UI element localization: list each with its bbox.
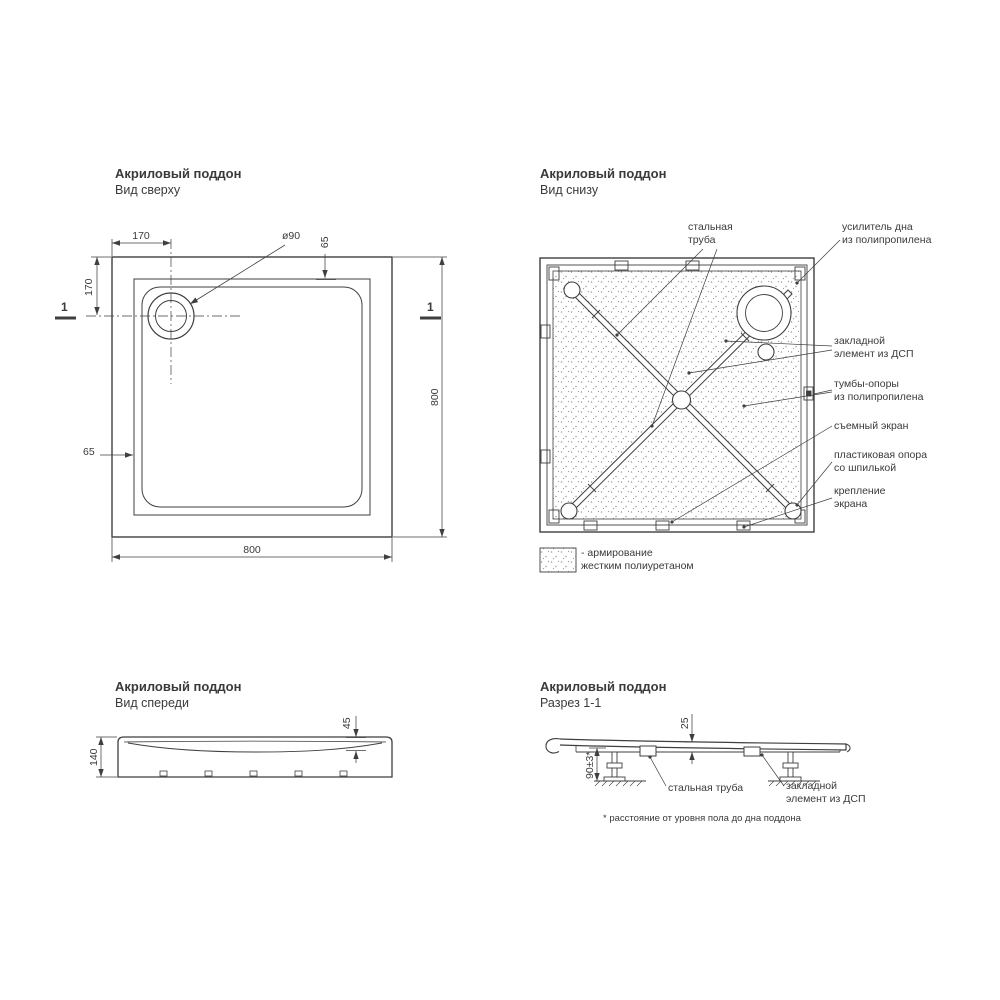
top-view-title: Акриловый поддон	[115, 166, 242, 181]
top-view-drawing	[55, 239, 447, 562]
legend-reinforcement: - армирование жестким полиуретаном	[581, 547, 694, 572]
label-steel-tube: стальная труба	[688, 221, 733, 246]
dim-65-top: 65	[318, 236, 331, 249]
legend-swatch	[539, 547, 577, 573]
dim-170-left: 170	[82, 278, 95, 297]
top-view-dimensions	[91, 239, 447, 562]
dim-diameter-90: ø90	[282, 230, 301, 242]
section-dimensions	[589, 714, 702, 781]
bottom-view-subtitle: Вид снизу	[540, 183, 599, 197]
leader-dots	[615, 281, 799, 529]
embedded-plate-section	[743, 746, 761, 757]
dim-65-left: 65	[83, 446, 95, 458]
front-view-title: Акриловый поддон	[115, 679, 242, 694]
section-leaders	[649, 754, 785, 787]
dim-800-right: 800	[428, 388, 441, 407]
label-plastic-support: пластиковая опора со шпилькой	[834, 449, 928, 474]
label-screen-fastening: крепление экрана	[834, 485, 886, 510]
steel-tube-section	[639, 745, 657, 757]
label-embedded-element: закладной элемент из ДСП	[834, 335, 914, 360]
front-view-drawing	[96, 716, 393, 778]
bottom-view-title: Акриловый поддон	[540, 166, 667, 181]
dim-45: 45	[340, 717, 353, 730]
dim-90: 90±3*	[583, 751, 596, 779]
section-view-subtitle: Разрез 1-1	[540, 696, 602, 710]
front-view-dimensions	[96, 716, 366, 778]
dim-25: 25	[678, 717, 691, 730]
top-view-subtitle: Вид сверху	[115, 183, 181, 197]
label-floor-reinforcer: усилитель дна из полипропилена	[842, 221, 932, 246]
dim-140: 140	[87, 748, 100, 767]
front-view-subtitle: Вид спереди	[115, 696, 189, 710]
section-view-title: Акриловый поддон	[540, 679, 667, 694]
label-support-pedestals: тумбы-опоры из полипропилена	[834, 378, 924, 403]
supports-and-drain-boss	[560, 281, 802, 520]
footnote: * расстояние от уровня пола до дна поддо…	[603, 813, 801, 824]
section-view-drawing	[545, 714, 851, 787]
label-embedded-element-section: закладной элемент из ДСП	[786, 780, 866, 805]
front-bottom-fasteners	[159, 770, 348, 777]
leader-lines	[616, 239, 841, 528]
floor-hatch	[594, 780, 817, 787]
dim-170-top: 170	[132, 230, 150, 242]
section-mark-1-left: 1	[61, 300, 68, 314]
adjustable-legs	[603, 751, 802, 782]
section-mark-1-right: 1	[427, 300, 434, 314]
section-leader-dots	[648, 753, 764, 759]
bottom-view-drawing	[539, 239, 841, 573]
label-steel-tube-section: стальная труба	[668, 782, 744, 794]
dim-800-bottom: 800	[243, 544, 261, 556]
label-removable-screen: съемный экран	[834, 420, 909, 432]
tube-collars	[587, 309, 775, 493]
